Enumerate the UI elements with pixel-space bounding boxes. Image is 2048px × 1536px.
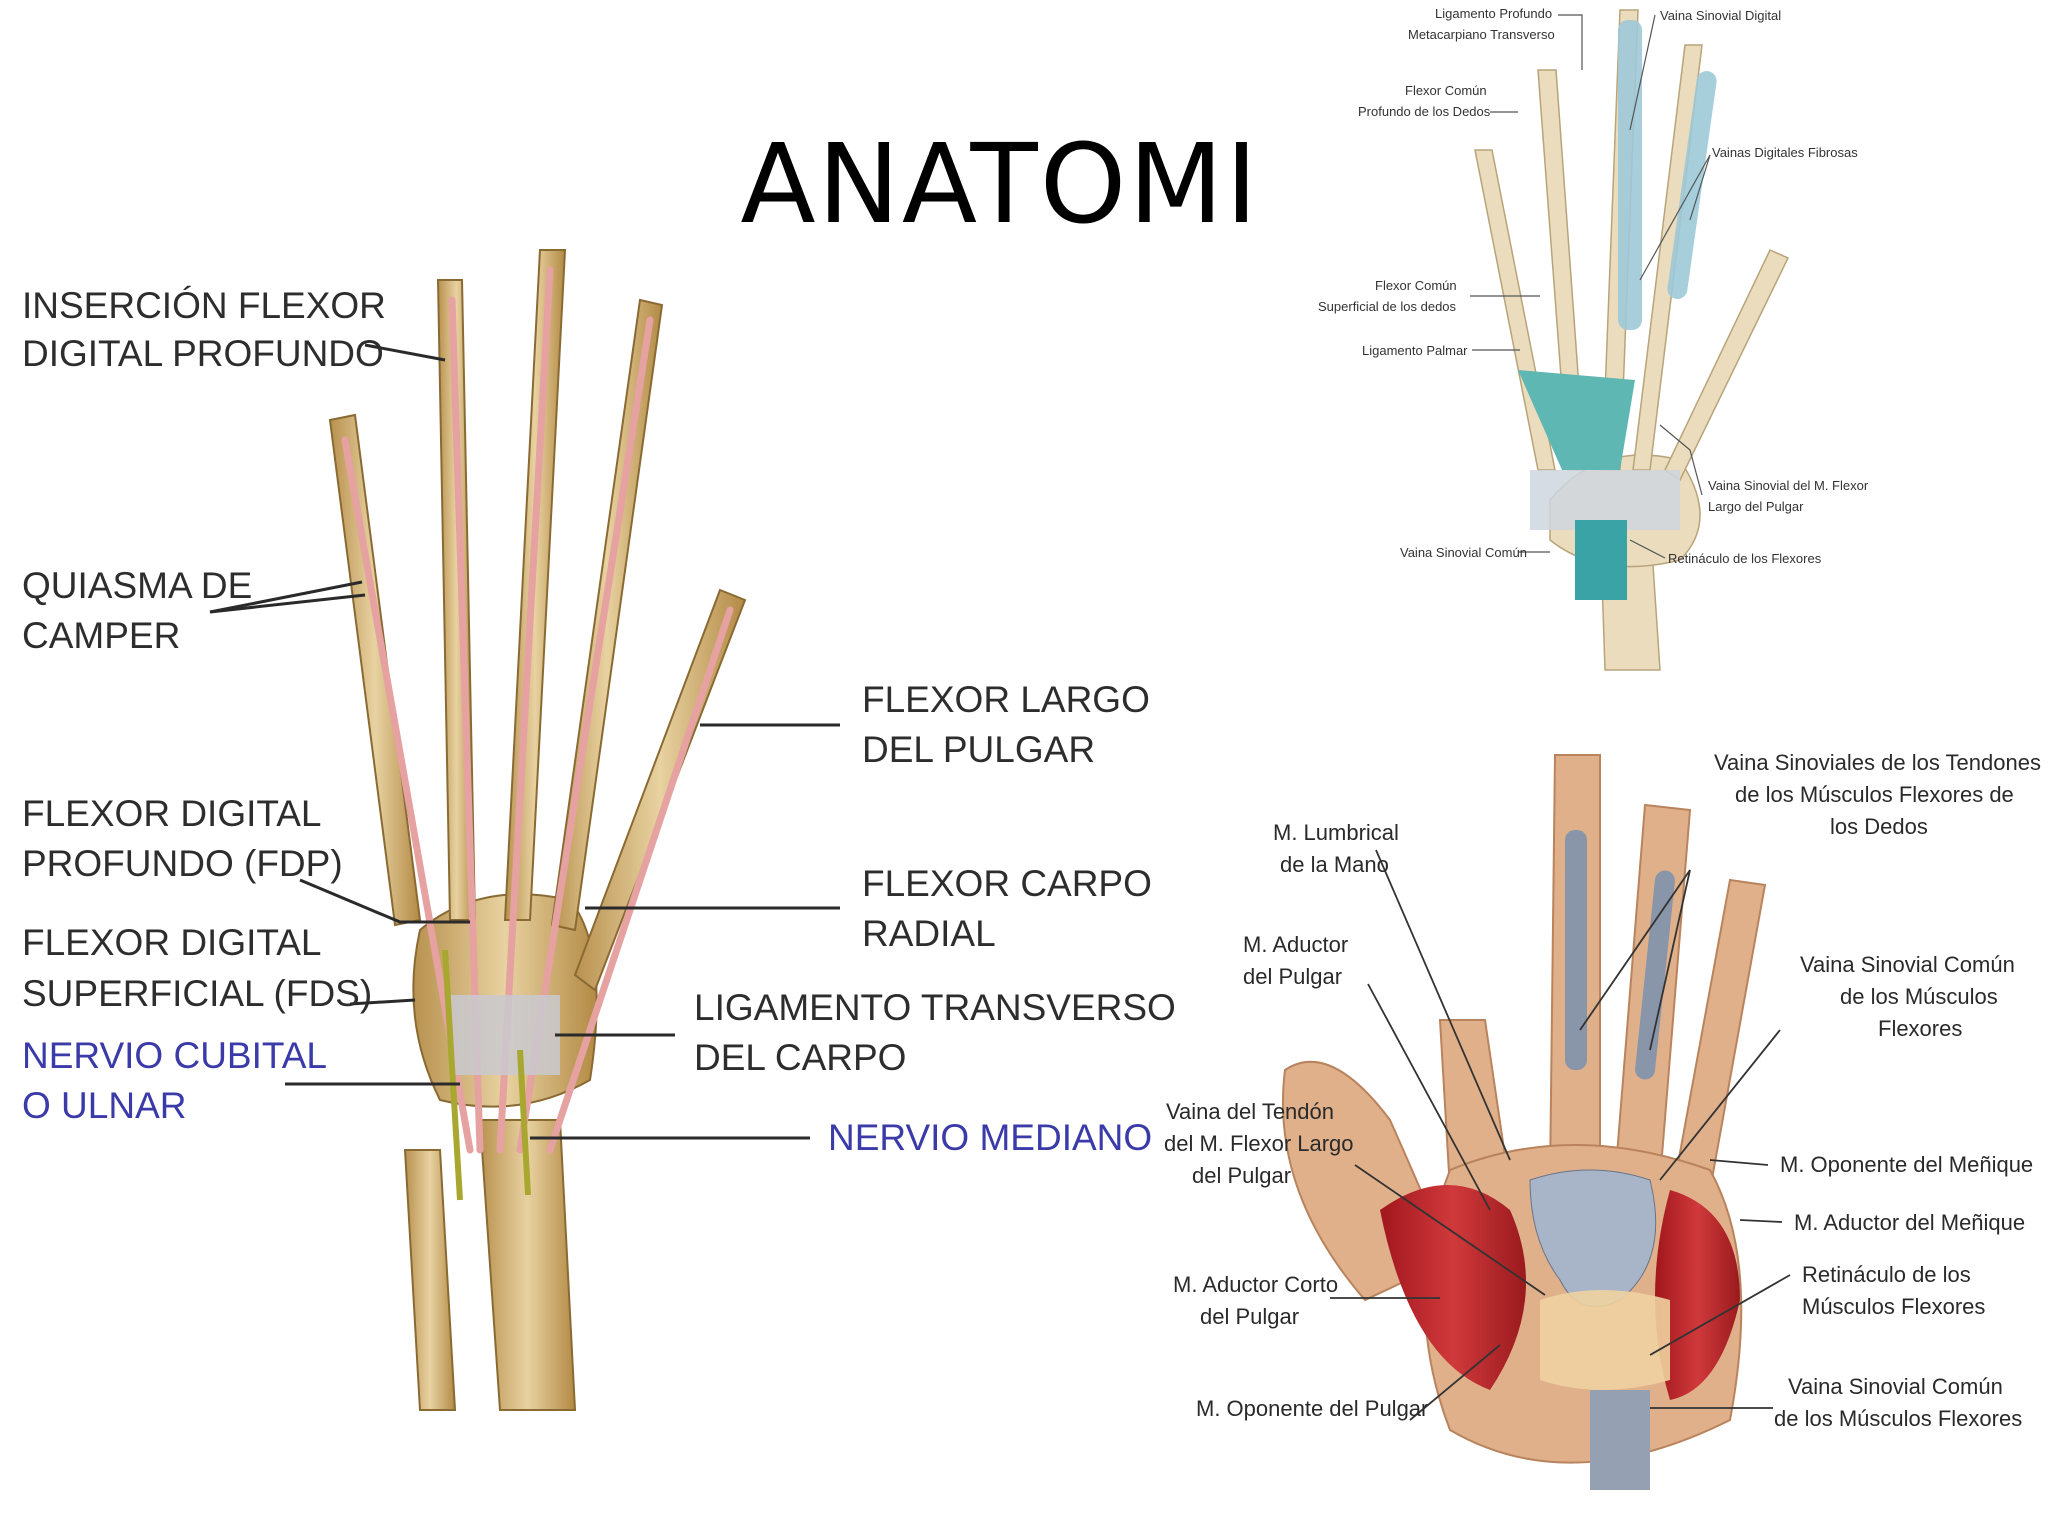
common-synovial-sheath [1518,370,1635,470]
hand-skeleton-diagram: INSERCIÓN FLEXOR DIGITAL PROFUNDO QUIASM… [22,249,1176,1411]
label-insercion-flexor-line2: DIGITAL PROFUNDO [22,333,384,374]
label-aductor-pulgar-line1: M. Aductor [1243,932,1348,957]
label-vainas-fibrosas: Vainas Digitales Fibrosas [1712,145,1858,160]
label-ligamento-line2: DEL CARPO [694,1037,906,1078]
label-vaina-comun-line2: de los Músculos [1840,984,1998,1009]
label-fds-line2: SUPERFICIAL (FDS) [22,973,372,1014]
label-ligamento-line1: LIGAMENTO TRANSVERSO [694,987,1176,1028]
label-insercion-flexor-line1: INSERCIÓN FLEXOR [22,285,386,326]
label-vaina-sinovial-digital: Vaina Sinovial Digital [1660,8,1781,23]
hypothenar-muscles [1655,1190,1740,1400]
label-vaina-flp-line1: Vaina Sinovial del M. Flexor [1708,478,1869,493]
label-flexor-carpo-line1: FLEXOR CARPO [862,863,1152,904]
label-retinaculo-line2: Músculos Flexores [1802,1294,1985,1319]
synovial-sheaths-diagram: Ligamento Profundo Metacarpiano Transver… [1318,6,1869,671]
flexor-retinaculum-bottom [1540,1290,1670,1390]
label-lig-profundo-line2: Metacarpiano Transverso [1408,27,1555,42]
label-flexor-largo-line2: DEL PULGAR [862,729,1095,770]
label-vaina-tendon-line3: del Pulgar [1192,1163,1291,1188]
label-flexor-comun-superficial-line2: Superficial de los dedos [1318,299,1457,314]
left-leader-lines [209,343,840,1140]
label-vaina-comun-line3: Flexores [1878,1016,1962,1041]
label-aductor-menique: M. Aductor del Meñique [1794,1210,2025,1235]
label-vaina-comun-b-line1: Vaina Sinovial Común [1788,1374,2003,1399]
label-retinaculo-line1: Retináculo de los [1802,1262,1971,1287]
label-vaina-tendon-line2: del M. Flexor Largo [1164,1131,1354,1156]
label-flexor-comun-profundo-line2: Profundo de los Dedos [1358,104,1491,119]
nerves [442,949,531,1201]
bottom-right-leader-lines [1330,849,1791,1421]
label-fdp-line1: FLEXOR DIGITAL [22,793,322,834]
thenar-muscles [1380,1185,1526,1390]
label-oponente-menique: M. Oponente del Meñique [1780,1152,2033,1177]
label-retinaculo-flexores: Retináculo de los Flexores [1668,551,1822,566]
label-quiasma-line1: QUIASMA DE [22,565,252,606]
label-aductor-pulgar-line2: del Pulgar [1243,964,1342,989]
label-flexor-comun-superficial-line1: Flexor Común [1375,278,1457,293]
slide-title: ANATOMI [740,120,1260,248]
label-lig-profundo-line1: Ligamento Profundo [1435,6,1552,21]
label-vainas-tendones-line3: los Dedos [1830,814,1928,839]
label-vainas-tendones-line2: de los Músculos Flexores de [1735,782,2014,807]
label-aductor-corto-line1: M. Aductor Corto [1173,1272,1338,1297]
label-vaina-comun-line1: Vaina Sinovial Común [1800,952,2015,977]
label-fdp-line2: PROFUNDO (FDP) [22,843,343,884]
label-vainas-tendones-line1: Vaina Sinoviales de los Tendones [1714,750,2041,775]
hand-bones [328,249,747,1411]
label-oponente-pulgar: M. Oponente del Pulgar [1196,1396,1428,1421]
label-vaina-comun-b-line2: de los Músculos Flexores [1774,1406,2022,1431]
label-flexor-largo-line1: FLEXOR LARGO [862,679,1150,720]
label-quiasma-line2: CAMPER [22,615,180,656]
label-vaina-sinovial-comun: Vaina Sinovial Común [1400,545,1527,560]
label-lumbrical-line1: M. Lumbrical [1273,820,1399,845]
label-flexor-carpo-line2: RADIAL [862,913,996,954]
label-aductor-corto-line2: del Pulgar [1200,1304,1299,1329]
label-fds-line1: FLEXOR DIGITAL [22,922,322,963]
label-vaina-tendon-line1: Vaina del Tendón [1166,1099,1334,1124]
flexor-sheaths [1565,830,1675,1080]
label-flexor-comun-profundo-line1: Flexor Común [1405,83,1487,98]
label-nervio-cubital-line1: NERVIO CUBITAL [22,1035,327,1076]
digital-sheaths [1618,20,1717,330]
label-nervio-cubital-line2: O ULNAR [22,1085,186,1126]
transverse-carpal-ligament [450,995,560,1075]
palmar-muscles-diagram: M. Lumbrical de la Mano M. Aductor del P… [1164,750,2041,1490]
label-ligamento-palmar: Ligamento Palmar [1362,343,1468,358]
label-nervio-mediano: NERVIO MEDIANO [828,1117,1152,1158]
label-vaina-flp-line2: Largo del Pulgar [1708,499,1804,514]
label-lumbrical-line2: de la Mano [1280,852,1389,877]
top-right-leader-lines [1470,14,1711,559]
